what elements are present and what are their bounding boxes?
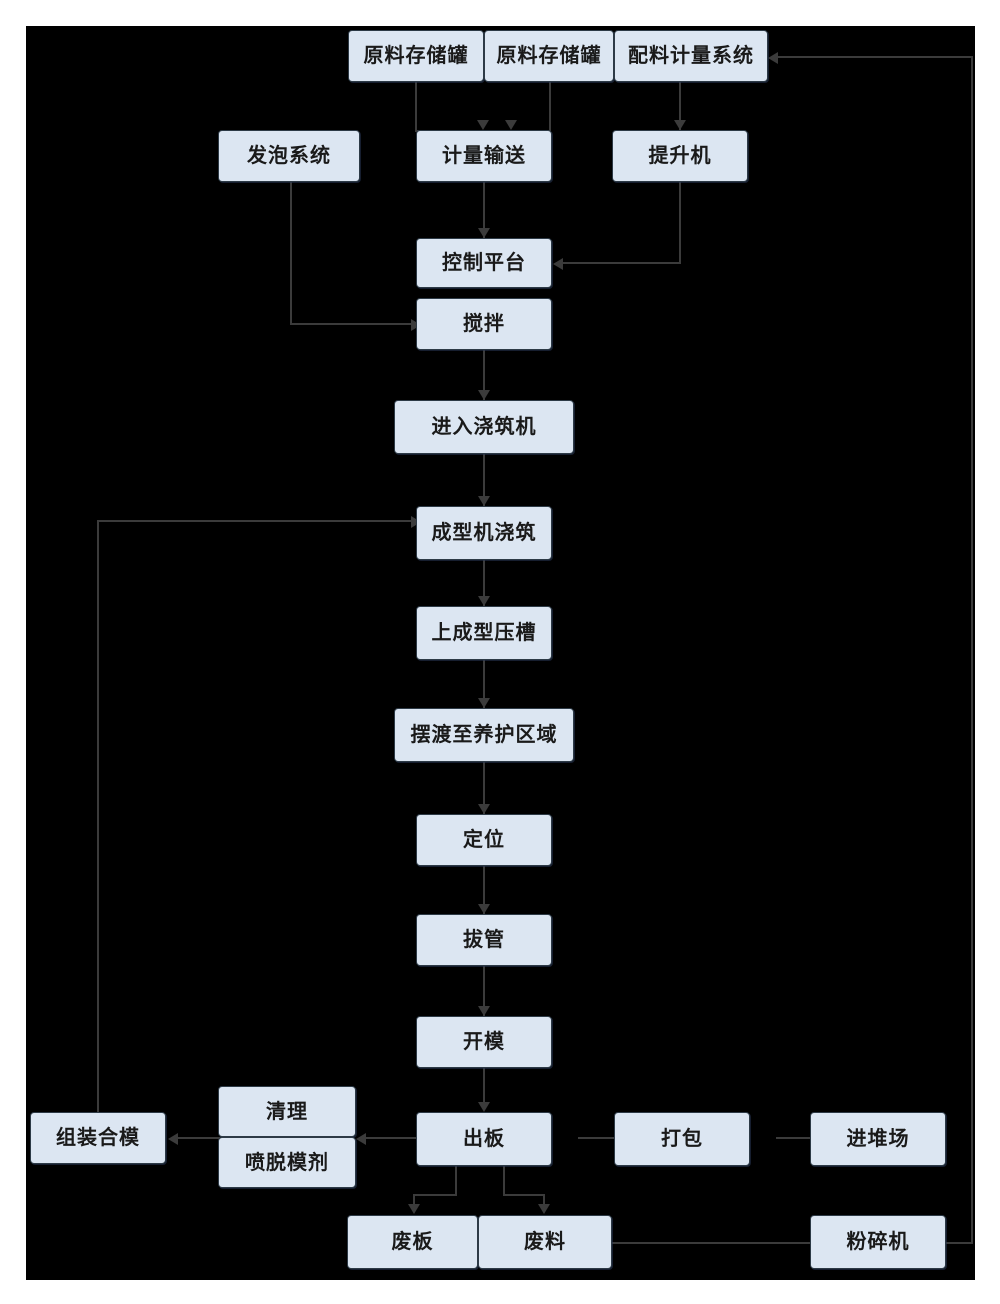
node-hoist[interactable]: 提升机 (612, 130, 748, 182)
arrowhead-forming-press (478, 596, 490, 606)
arrowhead-outboard-wasteboard (408, 1204, 420, 1214)
arrowhead-pullpipe-demold (478, 1006, 490, 1016)
edge-forming-press (483, 560, 485, 606)
edge-packing-yard (776, 1137, 814, 1139)
edge-outboard-wasteboard-h (413, 1194, 457, 1196)
edge-tank2-metering-v1 (549, 82, 551, 132)
node-positioning[interactable]: 定位 (416, 814, 552, 866)
arrowhead-position-pullpipe (478, 904, 490, 914)
arrowhead-press-ferry (478, 698, 490, 708)
node-raw-material-tank-1[interactable]: 原料存储罐 (348, 30, 484, 82)
edge-hoist-control-v (679, 182, 681, 264)
node-enter-casting-machine[interactable]: 进入浇筑机 (394, 400, 574, 454)
arrowhead-spray-assemble (168, 1133, 178, 1145)
edge-ferry-position (483, 762, 485, 814)
edge-tank1-metering-v1 (415, 82, 417, 132)
edge-batching-hoist (679, 82, 681, 142)
node-enter-stockyard[interactable]: 进堆场 (810, 1112, 946, 1166)
edge-outboard-wastemat-v2 (543, 1194, 545, 1208)
node-raw-material-tank-2[interactable]: 原料存储罐 (484, 30, 614, 82)
node-waste-material[interactable]: 废料 (478, 1215, 612, 1269)
arrowhead-hoist-control (553, 258, 563, 270)
edge-foaming-mixing-h (290, 323, 413, 325)
arrowhead-ferry-position (478, 804, 490, 814)
edge-assemble-forming-h (97, 520, 413, 522)
edge-crusher-batching-h2 (778, 56, 973, 58)
edge-outboard-wasteboard-v2 (413, 1194, 415, 1208)
node-batching-metering-system[interactable]: 配料计量系统 (614, 30, 768, 82)
node-control-platform[interactable]: 控制平台 (416, 238, 552, 288)
edge-spray-assemble (178, 1137, 220, 1139)
edge-crusher-batching-v (971, 56, 973, 1244)
edge-hoist-control-h (563, 262, 681, 264)
node-board-output[interactable]: 出板 (416, 1112, 552, 1166)
arrowhead-batching-hoist (674, 120, 686, 130)
edge-wastemat-crusher (612, 1242, 812, 1244)
node-forming-machine-casting[interactable]: 成型机浇筑 (416, 506, 552, 560)
edge-pullpipe-demold (483, 966, 485, 1016)
arrowhead-demold-outboard (478, 1102, 490, 1112)
edge-crusher-batching-h1 (946, 1242, 973, 1244)
arrowhead-tank2-metering (505, 120, 517, 130)
node-pull-pipe[interactable]: 拔管 (416, 914, 552, 966)
node-spray-release-agent[interactable]: 喷脱模剂 (218, 1137, 356, 1188)
arrowhead-outboard-wastemat (538, 1204, 550, 1214)
edge-foaming-mixing-v (290, 182, 292, 325)
arrowhead-crusher-batching (768, 52, 778, 64)
arrowhead-tank1-metering (477, 120, 489, 130)
node-cleaning[interactable]: 清理 (218, 1086, 356, 1137)
arrowhead-outboard-spray (356, 1133, 366, 1145)
edge-outboard-wastemat-h (503, 1194, 545, 1196)
node-upper-forming-press-groove[interactable]: 上成型压槽 (416, 606, 552, 660)
arrowhead-metering-control (478, 228, 490, 238)
edge-outboard-packing (578, 1137, 618, 1139)
node-crusher[interactable]: 粉碎机 (810, 1215, 946, 1269)
arrowhead-mixing-enter (478, 390, 490, 400)
node-packing[interactable]: 打包 (614, 1112, 750, 1166)
node-mixing[interactable]: 搅拌 (416, 298, 552, 350)
edge-assemble-forming-v (97, 520, 99, 1112)
node-foaming-system[interactable]: 发泡系统 (218, 130, 360, 182)
diagram-canvas: 原料存储罐 原料存储罐 配料计量系统 发泡系统 计量输送 提升机 控制平台 搅拌… (26, 26, 975, 1280)
edge-enter-forming (483, 454, 485, 506)
node-waste-board[interactable]: 废板 (347, 1215, 478, 1269)
edge-press-ferry (483, 660, 485, 708)
edge-outboard-spray (366, 1137, 418, 1139)
edge-position-pullpipe (483, 866, 485, 914)
edge-outboard-wasteboard-v1 (455, 1166, 457, 1196)
node-open-mold[interactable]: 开模 (416, 1016, 552, 1068)
node-ferry-to-curing-area[interactable]: 摆渡至养护区域 (394, 708, 574, 762)
edge-outboard-wastemat-v1 (503, 1166, 505, 1196)
edge-mixing-enter (483, 350, 485, 400)
node-assemble-mold[interactable]: 组装合模 (30, 1112, 166, 1164)
edge-demold-outboard (483, 1068, 485, 1104)
node-metering-conveying[interactable]: 计量输送 (416, 130, 552, 182)
arrowhead-enter-forming (478, 496, 490, 506)
edge-metering-control (483, 182, 485, 240)
